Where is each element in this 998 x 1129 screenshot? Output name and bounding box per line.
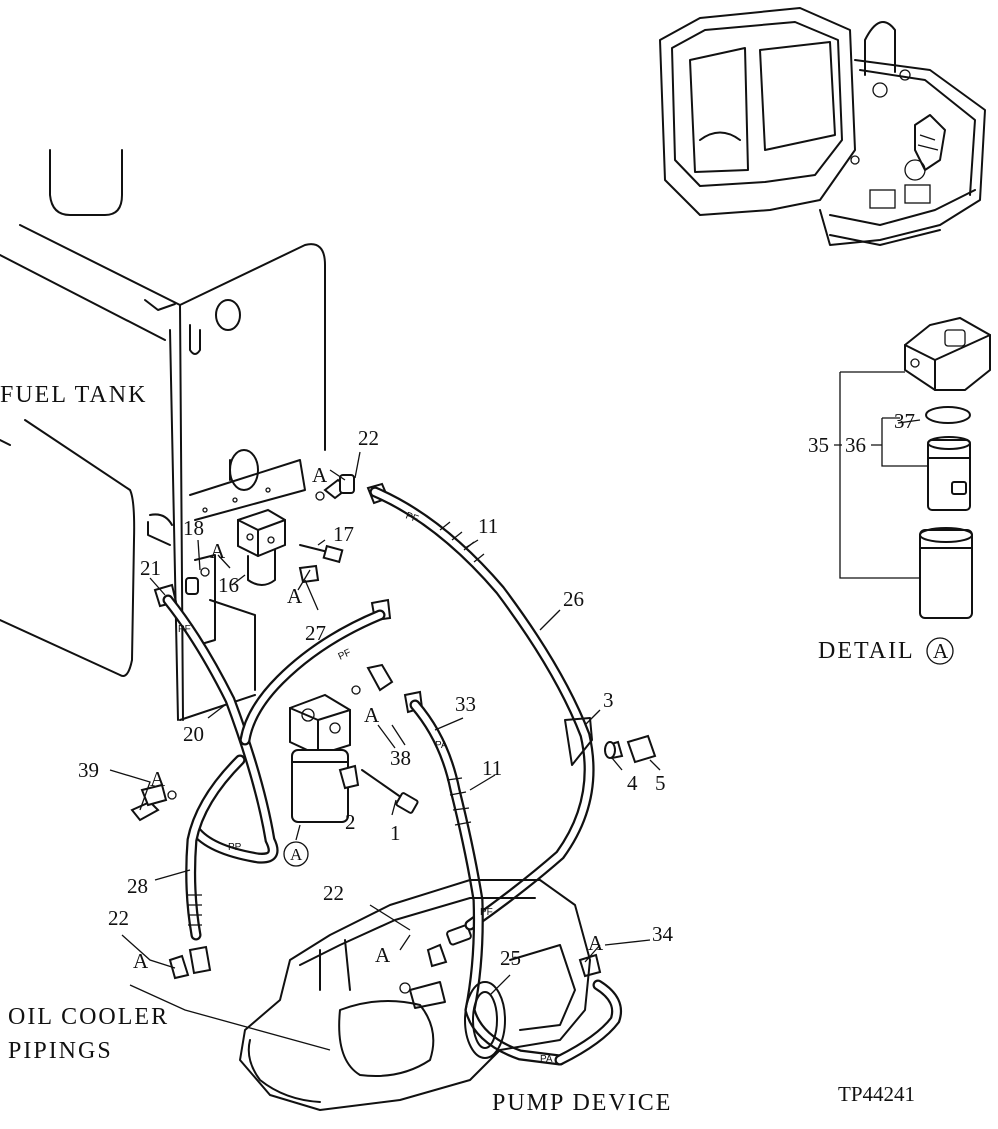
fuel-tank xyxy=(0,149,326,721)
hose-mark-pf-2: PF xyxy=(178,624,191,635)
part-25: 25 xyxy=(500,946,521,970)
callout-a-5: A xyxy=(150,767,166,791)
detail-circle xyxy=(926,637,954,665)
part-17: 17 xyxy=(333,522,354,546)
hose-mark-pa-1: PA xyxy=(435,740,448,751)
part-36: 36 xyxy=(845,433,866,457)
callout-a-3: A xyxy=(287,584,303,608)
oil-cooler-label-line2: PIPINGS xyxy=(8,1038,113,1064)
hose-20 xyxy=(162,594,386,864)
part-22-top: 22 xyxy=(358,426,379,450)
fuel-tank-label: FUEL TANK xyxy=(0,382,147,408)
part-5: 5 xyxy=(655,771,666,795)
hose-34 xyxy=(554,979,623,1066)
hose-mark-pf-4: PF xyxy=(480,907,493,918)
part-33: 33 xyxy=(455,692,476,716)
part-34: 34 xyxy=(652,922,674,946)
hose-mark-pa-2: PA xyxy=(540,1054,553,1065)
callout-a-2: A xyxy=(210,539,226,563)
part-39: 39 xyxy=(78,758,99,782)
hose-mark-pf-3: PF xyxy=(337,647,353,662)
detail-word: DETAIL xyxy=(818,638,915,664)
oil-filter xyxy=(289,693,419,823)
part-1: 1 xyxy=(390,821,401,845)
part-11-top: 11 xyxy=(478,514,498,538)
hose-mark-pf-1: PF xyxy=(404,510,420,525)
callout-a-6: A xyxy=(133,949,149,973)
part-28: 28 xyxy=(127,874,148,898)
excavator-overview xyxy=(659,7,986,246)
part-27: 27 xyxy=(305,621,326,645)
figure-code: TP44241 xyxy=(838,1082,915,1106)
part-4: 4 xyxy=(627,771,638,795)
callout-a-1: A xyxy=(312,463,328,487)
callout-a-circle-letter: A xyxy=(290,845,303,864)
part-38: 38 xyxy=(390,746,411,770)
part-21: 21 xyxy=(140,556,161,580)
valve-block-16 xyxy=(237,508,344,586)
part-22-mid: 22 xyxy=(323,881,344,905)
detail-a xyxy=(839,316,991,619)
part-3: 3 xyxy=(603,688,614,712)
part-18: 18 xyxy=(183,516,204,540)
pump-device-label: PUMP DEVICE xyxy=(492,1090,672,1116)
leader-lines xyxy=(109,419,921,1051)
hose-28 xyxy=(185,754,246,941)
part-35: 35 xyxy=(808,433,829,457)
part-26: 26 xyxy=(563,587,584,611)
part-2: 2 xyxy=(345,810,356,834)
part-22-low: 22 xyxy=(108,906,129,930)
part-37: 37 xyxy=(894,409,915,433)
callout-a-circle xyxy=(283,841,309,867)
callout-a-7: A xyxy=(375,943,391,967)
hose-26 xyxy=(369,486,595,931)
callout-a-4: A xyxy=(364,703,380,727)
part-11-mid: 11 xyxy=(482,756,502,780)
oil-cooler-label-line1: OIL COOLER xyxy=(8,1004,169,1030)
detail-letter: A xyxy=(933,639,949,663)
hose-33 xyxy=(409,699,566,1066)
hose-mark-pp-1: PP xyxy=(228,842,242,853)
pump-device xyxy=(239,879,591,1111)
part-16: 16 xyxy=(218,573,239,597)
part-20: 20 xyxy=(183,722,204,746)
callout-a-8: A xyxy=(588,931,604,955)
